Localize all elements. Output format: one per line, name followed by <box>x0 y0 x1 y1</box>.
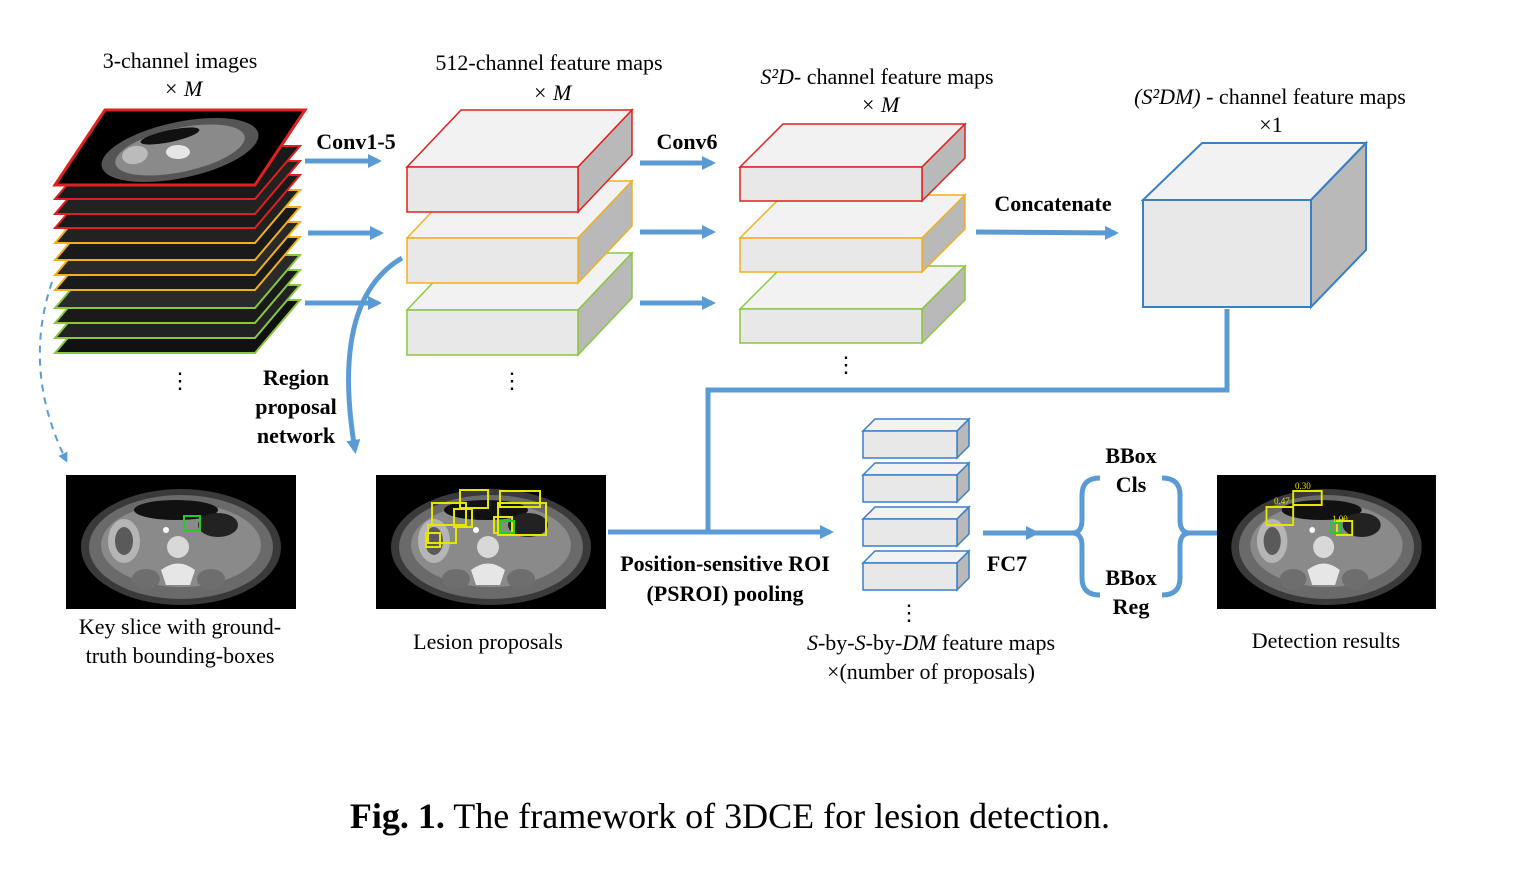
figure-caption: Fig. 1. The framework of 3DCE for lesion… <box>350 796 1110 836</box>
detection-score-1: 0.47 <box>1274 496 1290 506</box>
input-stack <box>52 108 308 354</box>
pooled-block-3 <box>861 505 971 548</box>
keyslice-dashed-arrow <box>38 281 68 463</box>
concatenate-label: Concatenate <box>994 191 1112 216</box>
fmapS2D-title: S²D- channel feature maps <box>760 64 993 89</box>
bbox-reg-line1: BBox <box>1105 565 1156 590</box>
conv6-label: Conv6 <box>656 129 717 154</box>
proposals-image <box>376 475 606 609</box>
fmapFinal-cube <box>1140 140 1369 310</box>
ssdm-caption-line2: ×(number of proposals) <box>827 659 1035 684</box>
conv1-5-label: Conv1-5 <box>316 129 395 154</box>
bbox-reg-line2: Reg <box>1113 594 1150 619</box>
concatenate-arrow <box>975 225 1119 240</box>
ssdm-caption-line1: S-by-S-by-DM feature maps <box>807 630 1055 655</box>
fmapS2D-green-block <box>738 264 967 345</box>
pooled-ellipsis: ⋮ <box>898 600 920 625</box>
rpn-label-line2: proposal <box>255 394 337 419</box>
keyslice-caption-line1: Key slice with ground- <box>79 614 281 639</box>
pooled-block-1 <box>861 417 971 460</box>
fmap512-title: 512-channel feature maps <box>435 50 662 75</box>
rpn-label-line3: network <box>257 423 336 448</box>
proposals-caption: Lesion proposals <box>413 629 563 654</box>
fmap512-multiplier: × M <box>533 80 573 105</box>
fmap512-red-block <box>405 108 634 214</box>
right-brace <box>1161 475 1191 598</box>
fmapS2D-yellow-block <box>738 193 967 274</box>
detection-image <box>1217 475 1436 609</box>
psroi-label-line1: Position-sensitive ROI <box>620 551 830 576</box>
keyslice-caption-line2: truth bounding-boxes <box>86 643 275 668</box>
bbox-cls-line2: Cls <box>1116 472 1147 497</box>
cube-to-psroi-connector <box>705 309 1230 532</box>
fmapS2D-ellipsis: ⋮ <box>835 352 857 377</box>
keyslice-image <box>66 475 296 609</box>
pooled-block-2 <box>861 461 971 504</box>
fmapFinal-title: (S²DM) - channel feature maps <box>1134 84 1406 109</box>
psroi-label-line2: (PSROI) pooling <box>646 581 803 606</box>
pooled-block-4 <box>861 549 971 592</box>
detection-score-3: 1.00 <box>1332 514 1348 524</box>
fmapFinal-multiplier: ×1 <box>1259 112 1282 137</box>
input-multiplier: × M <box>164 76 204 101</box>
left-brace <box>1071 475 1101 598</box>
fc7-label: FC7 <box>987 551 1027 576</box>
fmapS2D-multiplier: × M <box>861 92 901 117</box>
bbox-cls-line1: BBox <box>1105 443 1156 468</box>
input-title: 3-channel images <box>103 48 258 73</box>
rpn-curve-arrow <box>346 255 404 454</box>
rpn-label-line1: Region <box>263 365 329 390</box>
input-ellipsis: ⋮ <box>169 368 191 393</box>
detection-caption: Detection results <box>1252 628 1400 653</box>
fmapS2D-red-block <box>738 122 967 203</box>
detection-score-2: 0.30 <box>1295 481 1311 491</box>
fmap512-ellipsis: ⋮ <box>501 368 523 393</box>
